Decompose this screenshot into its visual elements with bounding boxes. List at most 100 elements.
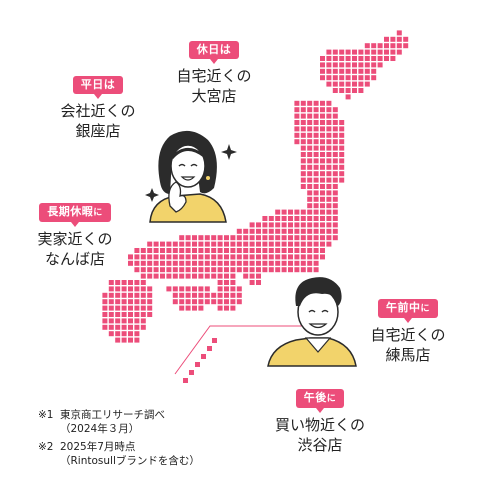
map-dot — [307, 222, 313, 228]
map-dot — [332, 113, 338, 119]
map-dot — [294, 209, 300, 215]
map-dot — [332, 216, 338, 221]
map-dot — [294, 254, 300, 260]
map-dot — [371, 62, 377, 68]
map-dot — [390, 43, 396, 49]
map-dot — [371, 68, 377, 74]
map-dot — [307, 260, 313, 266]
map-dot — [313, 113, 319, 119]
map-dot — [262, 248, 268, 253]
map-dot — [140, 324, 146, 330]
map-dot — [332, 49, 338, 55]
map-dot — [128, 260, 133, 266]
map-dot — [172, 267, 178, 273]
map-dot — [294, 260, 300, 266]
map-dot — [211, 248, 217, 253]
map-dot — [358, 75, 364, 81]
map-dot — [153, 273, 159, 279]
map-dot — [300, 222, 306, 228]
map-dot — [217, 235, 223, 241]
map-dot — [281, 241, 287, 247]
map-dot — [300, 216, 306, 221]
map-dot — [339, 126, 345, 132]
map-dot — [371, 43, 377, 49]
map-dot — [211, 267, 217, 273]
map-dot — [313, 177, 319, 183]
map-dot — [332, 132, 338, 138]
map-dot — [339, 81, 345, 87]
map-dot — [352, 88, 357, 93]
map-dot — [268, 216, 274, 221]
map-dot — [211, 292, 217, 298]
map-dot — [189, 370, 194, 375]
map-dot — [332, 171, 338, 177]
map-dot — [236, 254, 242, 260]
map-dot — [256, 254, 261, 260]
map-dot — [345, 88, 351, 93]
map-dot — [288, 260, 293, 266]
map-dot — [307, 177, 313, 183]
map-dot — [102, 312, 108, 317]
map-dot — [358, 81, 364, 87]
map-dot — [326, 196, 332, 202]
callout-weekday: 平日は 会社近くの 銀座店 — [46, 73, 150, 141]
map-dot — [147, 260, 153, 266]
map-dot — [166, 241, 172, 247]
map-dot — [185, 305, 191, 311]
map-dot — [313, 248, 319, 253]
map-dot — [307, 203, 313, 209]
map-dot — [320, 145, 325, 151]
map-dot — [281, 260, 287, 266]
map-dot — [108, 286, 114, 292]
callout-vacation: 長期休暇に 実家近くの なんば店 — [20, 200, 130, 269]
map-dot — [339, 152, 345, 157]
map-dot — [307, 139, 313, 145]
map-dot — [102, 318, 108, 324]
map-dot — [320, 171, 325, 177]
map-dot — [147, 241, 153, 247]
map-dot — [300, 260, 306, 266]
map-dot — [300, 248, 306, 253]
map-dot — [275, 267, 281, 273]
map-dot — [108, 280, 114, 285]
map-dot — [294, 241, 300, 247]
map-dot — [102, 324, 108, 330]
map-dot — [320, 164, 325, 170]
map-dot — [256, 260, 261, 266]
map-dot — [332, 126, 338, 132]
map-dot — [192, 241, 197, 247]
map-dot — [326, 177, 332, 183]
map-dot — [204, 292, 210, 298]
map-dot — [300, 139, 306, 145]
weekday-badge: 平日は — [72, 76, 124, 99]
map-dot — [332, 235, 338, 241]
map-dot — [307, 248, 313, 253]
map-dot — [288, 216, 293, 221]
afternoon-badge: 午後に — [295, 389, 345, 413]
map-dot — [332, 164, 338, 170]
map-dot — [185, 267, 191, 273]
map-dot — [288, 228, 293, 234]
map-dot — [332, 177, 338, 183]
map-dot — [198, 305, 204, 311]
map-dot — [115, 299, 121, 305]
map-dot — [207, 346, 212, 351]
map-dot — [166, 286, 172, 292]
map-dot — [256, 228, 261, 234]
map-dot — [268, 228, 274, 234]
afternoon-place: 買い物近くの 渋谷店 — [274, 416, 365, 454]
map-dot — [339, 49, 345, 55]
map-dot — [300, 152, 306, 157]
map-dot — [268, 248, 274, 253]
map-dot — [307, 113, 313, 119]
map-dot — [339, 132, 345, 138]
map-dot — [224, 273, 229, 279]
map-dot — [256, 235, 261, 241]
map-dot — [364, 49, 370, 55]
map-dot — [313, 209, 319, 215]
map-dot — [320, 248, 325, 253]
map-dot — [230, 235, 236, 241]
map-dot — [147, 292, 153, 298]
map-dot — [307, 190, 313, 196]
map-dot — [339, 177, 345, 183]
